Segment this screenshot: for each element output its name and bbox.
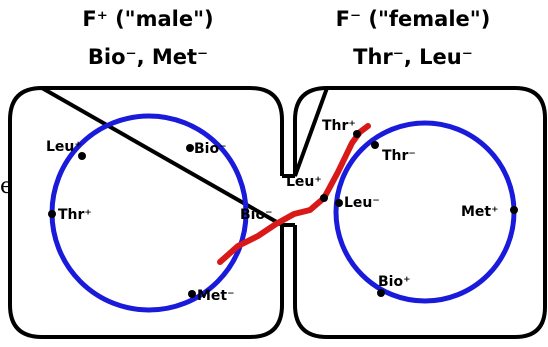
male-met-dot <box>188 290 196 298</box>
female-bio-label: Bio⁺ <box>378 274 410 290</box>
female-cell-title: F⁻ ("female") <box>336 7 491 31</box>
transfer-dna-strand <box>217 123 371 265</box>
male-thr-dot <box>48 210 56 218</box>
transferred-leu-label: Leu⁺ <box>286 174 322 190</box>
male-leu-dot <box>78 152 86 160</box>
male-bio-inner-label: Bio⁻ <box>240 207 272 223</box>
male-cell-membrane <box>8 85 284 339</box>
male-cell-title: F⁺ ("male") <box>82 7 213 31</box>
transferred-leu-dot <box>320 194 328 202</box>
female-met-dot <box>510 206 518 214</box>
female-leu-label: Leu⁻ <box>344 195 380 211</box>
transferred-thr-label: Thr⁺ <box>322 118 356 134</box>
male-cell-genotype: Bio⁻, Met⁻ <box>88 45 208 69</box>
female-cell-membrane <box>293 85 547 339</box>
male-leu-label: Leu⁺ <box>46 139 82 155</box>
transferred-thr-dot <box>353 130 361 138</box>
male-bio-dot <box>186 144 194 152</box>
male-bio-label: Bio⁻ <box>194 141 226 157</box>
female-leu-dot <box>335 199 343 207</box>
female-cell-genotype: Thr⁻, Leu⁻ <box>353 45 473 69</box>
male-thr-label: Thr⁺ <box>58 207 92 223</box>
female-bio-dot <box>377 289 385 297</box>
female-thr-dot <box>371 141 379 149</box>
female-thr-label: Thr⁻ <box>382 148 416 164</box>
male-met-label: Met⁻ <box>197 288 235 304</box>
female-met-label: Met⁺ <box>461 204 499 220</box>
